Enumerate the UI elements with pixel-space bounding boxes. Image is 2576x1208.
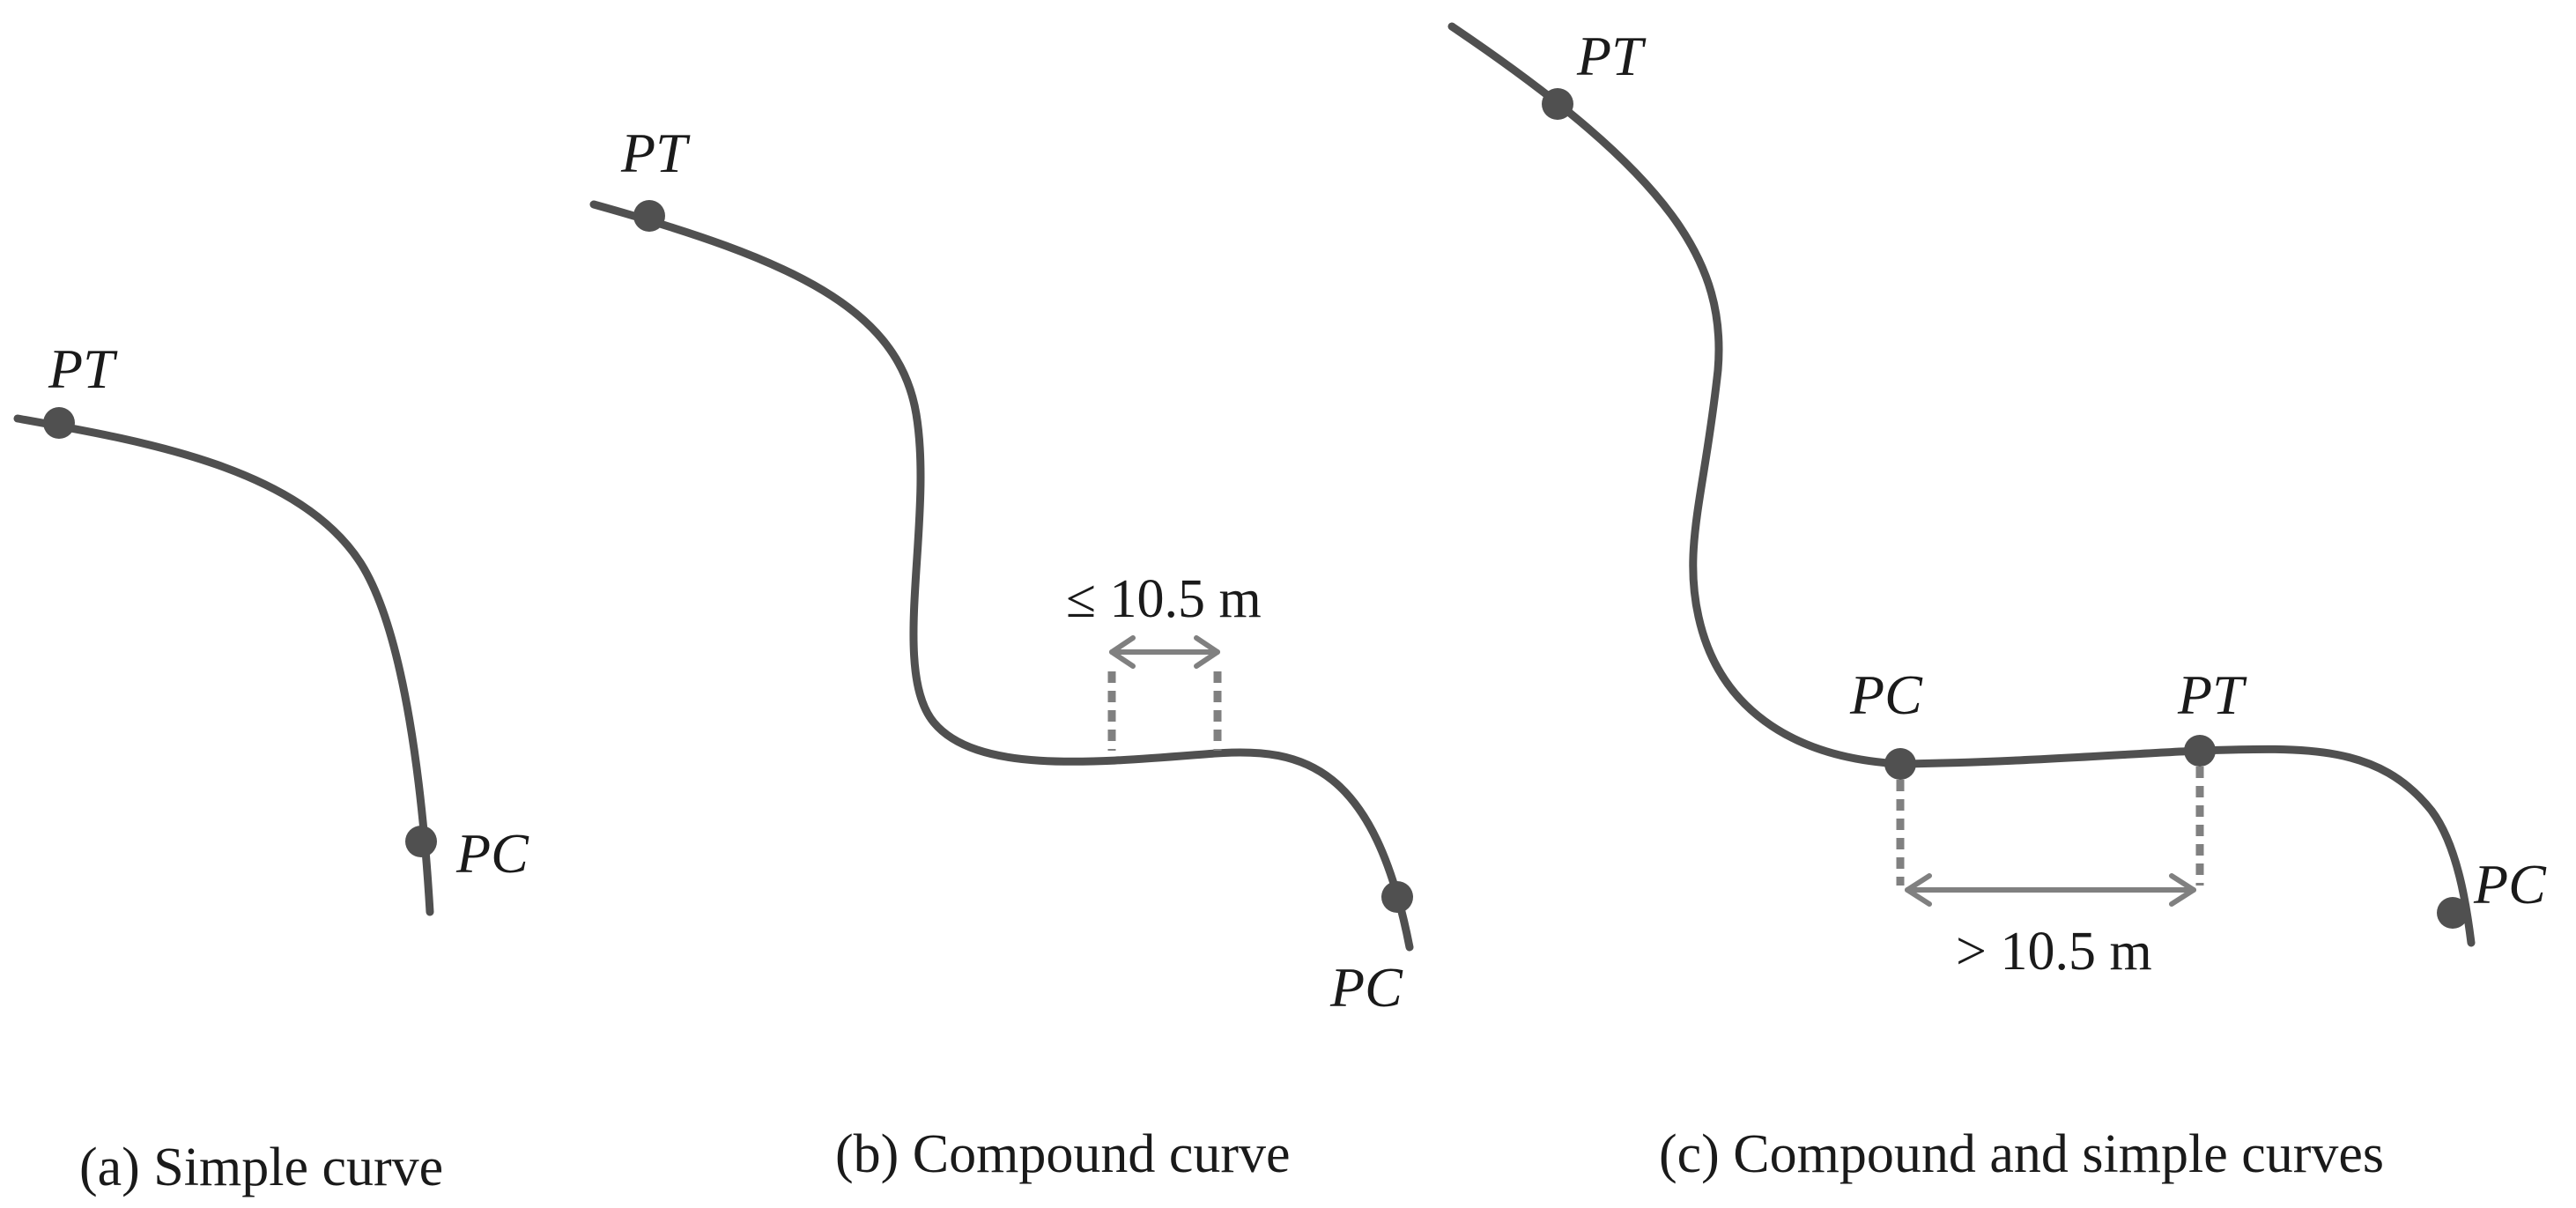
point-pc-mid-c: [1884, 748, 1916, 780]
label-pc-mid-c: PC: [1849, 663, 1923, 726]
arrowhead-right-c: [2169, 873, 2196, 907]
label-pc-end-c: PC: [2473, 853, 2547, 915]
point-pt-top-c: [1542, 88, 1573, 120]
arrowhead-left-c: [1905, 873, 1932, 907]
label-pt-b: PT: [620, 122, 691, 184]
caption-b: (b) Compound curve: [835, 1124, 1291, 1184]
caption-a: (a) Simple curve: [79, 1138, 443, 1197]
panel-a: PT PC (a) Simple curve: [13, 337, 529, 1197]
measure-label-c: > 10.5 m: [1956, 922, 2152, 982]
label-pc-b: PC: [1329, 956, 1403, 1019]
panel-c: PT PC PT PC > 10.5 m (c) Compound and si…: [1447, 22, 2547, 1184]
compound-curve-line: [589, 200, 1414, 952]
point-pc-b: [1381, 881, 1413, 913]
arrowhead-right-b: [1194, 635, 1220, 669]
measure-label-b: ≤ 10.5 m: [1066, 569, 1262, 629]
label-pt-top-c: PT: [1576, 25, 1647, 87]
point-pc-a: [405, 826, 437, 857]
label-pt-mid-c: PT: [2177, 663, 2247, 726]
simple-curve-line: [13, 414, 434, 916]
arrowhead-left-b: [1109, 635, 1136, 669]
point-pt-b: [633, 200, 665, 232]
caption-c: (c) Compound and simple curves: [1659, 1124, 2384, 1184]
panel-b: PT PC ≤ 10.5 m (b) Compound curve: [589, 122, 1414, 1184]
label-pc-a: PC: [455, 822, 529, 885]
point-pt-mid-c: [2184, 735, 2216, 767]
point-pc-end-c: [2437, 897, 2469, 929]
compound-and-simple-curve-line: [1447, 22, 2476, 947]
label-pt-a: PT: [48, 337, 118, 400]
point-pt-a: [43, 407, 75, 439]
